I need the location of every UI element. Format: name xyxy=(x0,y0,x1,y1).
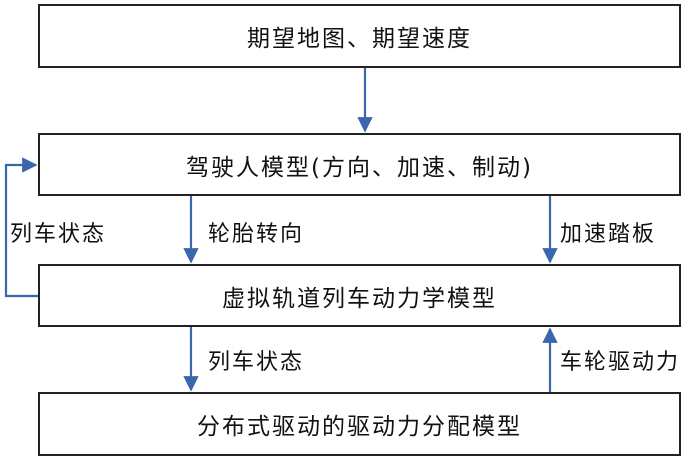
train-dynamics-label: 虚拟轨道列车动力学模型 xyxy=(222,285,497,312)
feedback-train-state-label: 列车状态 xyxy=(10,222,107,247)
tire-steer-label: 轮胎转向 xyxy=(208,222,305,247)
train-state-label: 列车状态 xyxy=(208,350,305,375)
train-dynamics-box: 虚拟轨道列车动力学模型 xyxy=(38,264,681,327)
desired-map-speed-box: 期望地图、期望速度 xyxy=(38,4,681,68)
drive-force-allocation-box: 分布式驱动的驱动力分配模型 xyxy=(38,392,681,456)
desired-map-speed-label: 期望地图、期望速度 xyxy=(247,26,472,52)
driver-model-label: 驾驶人模型(方向、加速、制动) xyxy=(186,154,533,181)
accel-pedal-label: 加速踏板 xyxy=(560,222,657,247)
wheel-drive-force-label: 车轮驱动力 xyxy=(560,350,681,375)
driver-model-box: 驾驶人模型(方向、加速、制动) xyxy=(38,133,681,196)
drive-force-allocation-label: 分布式驱动的驱动力分配模型 xyxy=(197,414,522,440)
